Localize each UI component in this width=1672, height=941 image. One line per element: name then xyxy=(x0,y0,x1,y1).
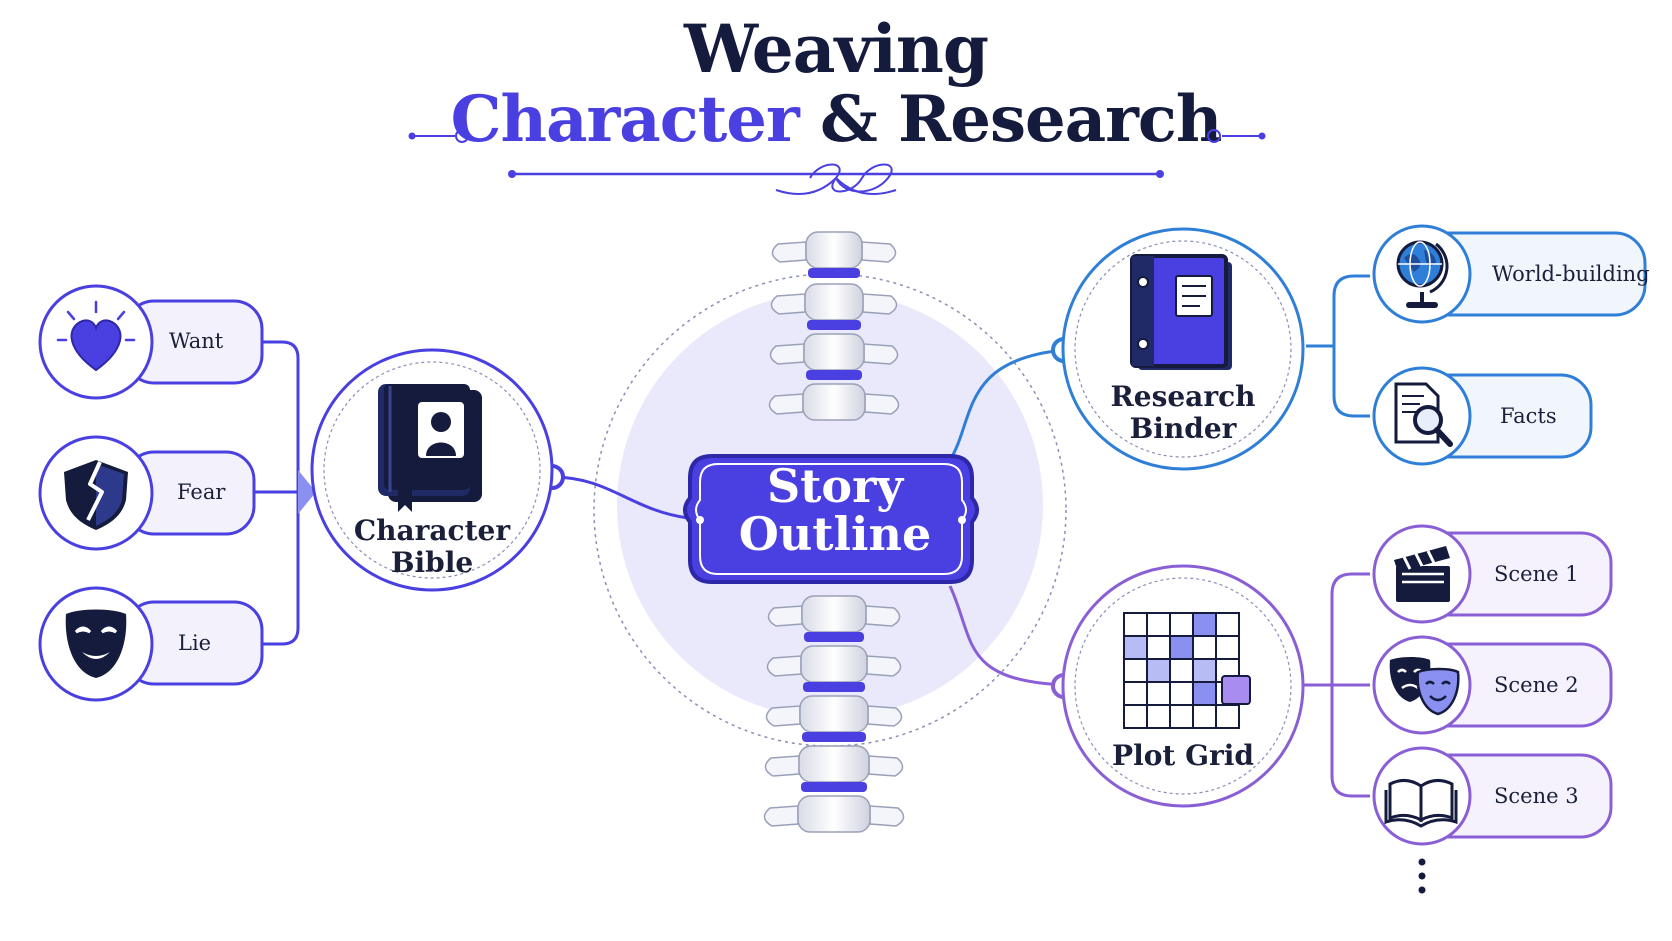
grid-cell xyxy=(1192,681,1217,706)
scene-1-label: Scene 1 xyxy=(1494,562,1579,586)
grid-cell xyxy=(1215,704,1240,729)
character-bible-line1: Character xyxy=(353,514,511,547)
spinal-disc xyxy=(806,370,862,380)
grid-cell xyxy=(1146,681,1171,706)
research-binder-title: Research Binder xyxy=(1103,381,1263,445)
spinal-disc xyxy=(803,682,865,692)
pill-lie[interactable] xyxy=(38,586,264,702)
lie-label: Lie xyxy=(178,631,212,655)
character-bible-title: Character Bible xyxy=(352,515,512,579)
research-binder-line2: Binder xyxy=(1129,412,1237,445)
clapperboard-icon xyxy=(1394,546,1450,602)
more-dots-icon xyxy=(1418,858,1426,894)
grid-cell xyxy=(1192,658,1217,683)
character-connectors xyxy=(254,340,689,646)
vertebra xyxy=(799,695,869,733)
vertebra-process xyxy=(763,805,905,827)
binder-icon xyxy=(1130,254,1232,370)
vertebra xyxy=(797,795,871,833)
title-subtitle: Character & Research xyxy=(0,82,1672,157)
grid-cell xyxy=(1146,635,1171,660)
grid-cell xyxy=(1123,635,1148,660)
grid-cell xyxy=(1146,612,1171,637)
story-outline-line1: Story xyxy=(766,459,904,513)
vertebra-process xyxy=(765,705,903,727)
grid-cell xyxy=(1169,612,1194,637)
pill-scene-3[interactable] xyxy=(1372,746,1613,846)
theater-masks-icon xyxy=(1389,657,1460,716)
character-bible-node[interactable] xyxy=(310,348,554,592)
globe-icon xyxy=(1396,240,1449,308)
center-outer-ring xyxy=(593,273,1067,747)
story-outline-title: Story Outline xyxy=(690,462,980,558)
plot-grid-node[interactable] xyxy=(1061,564,1305,808)
heart-icon xyxy=(56,300,136,372)
title-accent-word: Character xyxy=(450,82,800,157)
grid-cell xyxy=(1123,612,1148,637)
research-binder-node[interactable] xyxy=(1061,227,1305,471)
spinal-disc xyxy=(802,732,866,742)
want-label: Want xyxy=(169,329,224,353)
vertebra-process xyxy=(764,755,904,777)
sticky-note xyxy=(1221,675,1251,705)
magnifier-document-icon xyxy=(1394,382,1453,447)
title-main: Weaving xyxy=(683,10,989,88)
pill-world-building[interactable] xyxy=(1372,224,1647,324)
fear-label: Fear xyxy=(177,480,226,504)
grid-cell xyxy=(1123,658,1148,683)
grid-cell xyxy=(1192,635,1217,660)
grid-cell xyxy=(1169,704,1194,729)
pill-fear[interactable] xyxy=(38,435,256,551)
grid-cell xyxy=(1192,612,1217,637)
plot-grid-icon xyxy=(1123,612,1251,729)
pill-scene-1[interactable] xyxy=(1372,524,1613,624)
story-outline-plaque[interactable] xyxy=(683,454,979,584)
vertebra xyxy=(798,745,870,783)
spinal-disc xyxy=(807,320,861,330)
broken-shield-icon xyxy=(64,460,128,530)
character-bible-line2: Bible xyxy=(390,546,474,579)
grid-cell xyxy=(1169,635,1194,660)
world-building-label: World-building xyxy=(1492,262,1650,286)
vertebra-process xyxy=(769,343,899,365)
grid-cell xyxy=(1146,658,1171,683)
grid-cell xyxy=(1215,635,1240,660)
vertebra xyxy=(800,645,868,683)
vertebra xyxy=(803,333,865,371)
vertebra-process xyxy=(771,241,897,263)
open-book-icon xyxy=(1384,779,1458,828)
mask-icon xyxy=(65,609,127,678)
title-ornament xyxy=(408,129,1266,195)
grid-cell xyxy=(1192,704,1217,729)
vertebra xyxy=(804,283,864,321)
grid-cell xyxy=(1146,704,1171,729)
scene-2-label: Scene 2 xyxy=(1494,673,1579,697)
pill-scene-2[interactable] xyxy=(1372,635,1613,735)
grid-cell xyxy=(1169,681,1194,706)
vertebra-process xyxy=(768,393,900,415)
scene-3-label: Scene 3 xyxy=(1494,784,1579,808)
spine-illustration xyxy=(763,231,905,833)
vertebra-process xyxy=(770,293,898,315)
book-profile-icon xyxy=(378,384,482,512)
facts-label: Facts xyxy=(1500,404,1557,428)
binder-connectors xyxy=(948,274,1370,798)
vertebra xyxy=(801,595,867,633)
vertebra xyxy=(802,383,866,421)
grid-cell xyxy=(1169,658,1194,683)
pill-facts[interactable] xyxy=(1372,366,1593,466)
grid-cell xyxy=(1123,704,1148,729)
spinal-disc xyxy=(801,782,867,792)
vertebra xyxy=(805,231,863,269)
grid-cell xyxy=(1215,612,1240,637)
story-outline-line2: Outline xyxy=(738,507,932,561)
spinal-disc xyxy=(808,268,860,278)
grid-cell xyxy=(1123,681,1148,706)
spinal-disc xyxy=(804,632,864,642)
title-rest: & Research xyxy=(798,82,1222,157)
plot-grid-title: Plot Grid xyxy=(1112,739,1254,772)
pill-want[interactable] xyxy=(38,284,264,400)
research-binder-line1: Research xyxy=(1110,380,1256,413)
